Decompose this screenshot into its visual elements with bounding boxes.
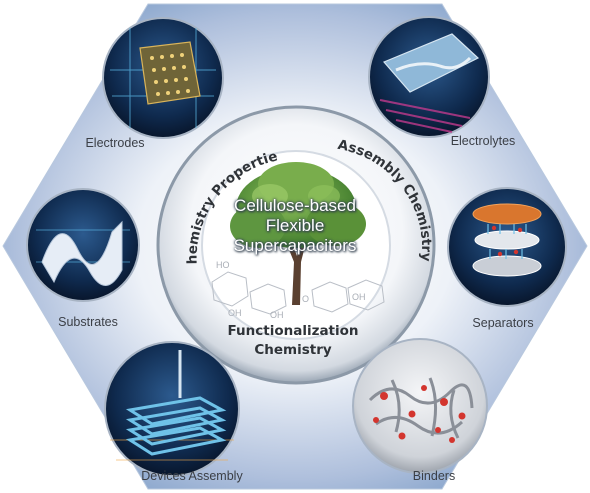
caption-substrates: Substrates (58, 315, 118, 329)
substrates-orb (26, 188, 140, 302)
devices-assembly-orb (104, 341, 240, 477)
device-stack-icon (125, 396, 227, 456)
ring-label-bottom-line-2: Chemistry (254, 342, 332, 358)
separator-stack-icon (472, 203, 542, 277)
electrodes-orb (102, 17, 224, 139)
center-title: Cellulose-based Flexible Supercapacitors (210, 196, 380, 256)
caption-electrodes: Electrodes (85, 136, 145, 150)
svg-text:OH: OH (228, 308, 242, 318)
center-title-line-3: Supercapacitors (233, 236, 357, 255)
caption-binders: Binders (412, 469, 456, 483)
caption-devices-assembly: Devices Assembly (141, 469, 243, 483)
caption-electrolytes: Electrolytes (450, 134, 516, 148)
binders-orb (352, 338, 488, 474)
svg-text:OH: OH (352, 292, 366, 302)
ring-label-bottom-line-1: Functionalization (227, 323, 359, 339)
svg-text:HO: HO (216, 260, 230, 270)
electrolytes-orb (368, 16, 490, 138)
center-title-line-1: Cellulose-based (234, 196, 356, 215)
caption-separators: Separators (472, 316, 534, 330)
tree-icon (230, 162, 366, 305)
separators-orb (447, 187, 567, 307)
svg-text:OH: OH (270, 310, 284, 320)
center-title-line-2: Flexible (265, 216, 325, 235)
electrode-grid-icon (150, 53, 190, 96)
ring-label-functionalization-chemistry: Functionalization Chemistry (227, 322, 358, 360)
cellulose-structure-sketch: HO OH OH OH O (211, 260, 385, 320)
svg-text:O: O (302, 294, 309, 304)
flexible-substrate-icon (41, 220, 123, 286)
binder-network-icon (368, 377, 474, 439)
